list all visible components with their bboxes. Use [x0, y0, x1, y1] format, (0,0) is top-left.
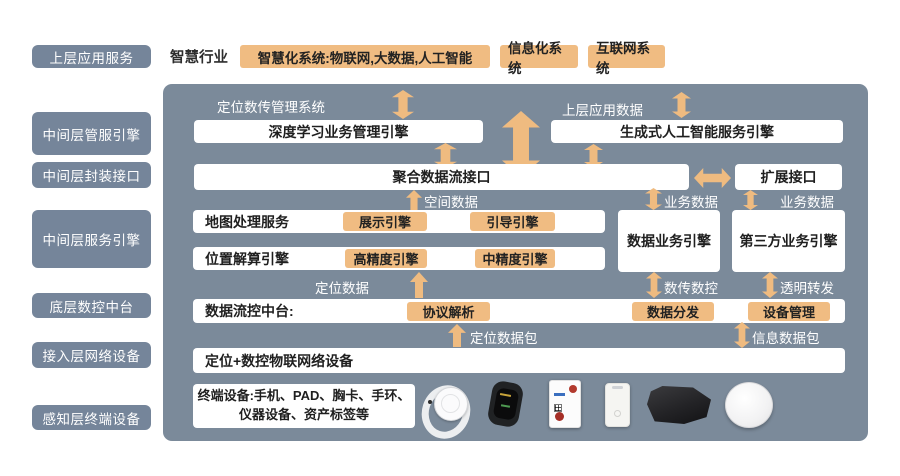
map-service-label: 地图处理服务	[205, 213, 289, 230]
info-packet-caption: 信息数据包	[752, 331, 820, 346]
display-engine-chip: 展示引擎	[343, 212, 427, 231]
chip-smart-system: 智慧化系统:物联网,大数据,人工智能	[240, 45, 490, 68]
updown-arrow-icon	[392, 90, 414, 119]
transparent-forward-caption: 透明转发	[780, 281, 834, 296]
terminal-device-box: 终端设备:手机、PAD、胸卡、手环、 仪器设备、资产标签等	[193, 384, 415, 428]
updown-arrow-icon	[762, 272, 778, 298]
positioning-data-caption: 定位数据	[315, 281, 369, 296]
leftright-arrow-icon	[694, 168, 731, 188]
high-precision-chip: 高精度引擎	[345, 249, 427, 268]
data-flow-control-label: 数据流控中台:	[205, 303, 294, 319]
asset-tag-icon	[647, 386, 711, 424]
data-distribute-chip: 数据分发	[632, 301, 714, 321]
chip-internet-system: 互联网系统	[588, 41, 665, 76]
beacon-disc-icon	[725, 382, 773, 428]
positioning-packet-caption: 定位数据包	[470, 331, 538, 346]
chip-info-system: 信息化系统	[500, 41, 578, 76]
up-arrow-icon	[410, 272, 428, 298]
terminal-device-line1: 终端设备:手机、PAD、胸卡、手环、	[197, 388, 411, 404]
up-arrow-icon	[448, 324, 466, 347]
iot-network-device-box: 定位+数控物联网络设备	[193, 348, 845, 373]
updown-arrow-icon	[672, 92, 691, 118]
updown-arrow-icon	[434, 143, 457, 168]
smart-industry-label: 智慧行业	[170, 50, 228, 66]
layer-label-access-network: 接入层网络设备	[32, 342, 151, 368]
generative-ai-engine-box: 生成式人工智能服务引擎	[551, 120, 843, 143]
card-tag-icon	[605, 383, 630, 427]
layer-label-mid-interface: 中间层封装接口	[32, 162, 151, 188]
iot-network-device-label: 定位+数控物联网络设备	[205, 352, 354, 369]
upper-app-data-caption: 上层应用数据	[562, 103, 643, 118]
layer-label-perception: 感知层终端设备	[32, 405, 151, 430]
position-solver-box: 位置解算引擎 高精度引擎 中精度引擎	[193, 247, 605, 270]
positioning-mgmt-caption: 定位数传管理系统	[217, 100, 325, 115]
protocol-parse-chip: 协议解析	[407, 301, 490, 321]
position-solver-label: 位置解算引擎	[205, 250, 289, 267]
mid-precision-chip: 中精度引擎	[475, 249, 555, 268]
terminal-device-line2: 仪器设备、资产标签等	[238, 407, 369, 422]
spatial-data-caption: 空间数据	[424, 195, 478, 210]
updown-arrow-icon	[646, 272, 662, 298]
layer-label-upper-app: 上层应用服务	[32, 45, 151, 68]
guidance-engine-chip: 引导引擎	[470, 212, 555, 231]
platform-panel: 定位数传管理系统 上层应用数据 深度学习业务管理引擎 生成式人工智能服务引擎 聚…	[163, 84, 868, 446]
device-mgmt-chip: 设备管理	[748, 301, 830, 321]
layer-label-mid-service: 中间层服务引擎	[32, 210, 151, 268]
badge-tag-icon	[549, 380, 581, 428]
data-flow-control-box: 数据流控中台: 协议解析 数据分发 设备管理	[193, 299, 845, 323]
data-business-engine-box: 数据业务引擎	[618, 210, 720, 272]
updown-arrow-icon	[743, 190, 758, 210]
updown-arrow-icon	[584, 144, 603, 168]
map-service-box: 地图处理服务 展示引擎 引导引擎	[193, 210, 605, 233]
smartwatch-icon	[486, 379, 527, 429]
layer-label-bottom-control: 底层数控中台	[32, 293, 151, 318]
third-party-engine-box: 第三方业务引擎	[732, 210, 845, 272]
layer-label-mid-mgmt: 中间层管服引擎	[32, 112, 151, 155]
wristband-tag-icon	[414, 378, 478, 446]
business-data-caption: 业务数据	[780, 195, 834, 210]
data-ctrl-caption: 数传数控	[664, 281, 718, 296]
business-data-caption: 业务数据	[664, 195, 718, 210]
big-updown-arrow-icon	[502, 111, 540, 177]
aggregate-interface-box: 聚合数据流接口	[194, 164, 689, 190]
deep-learning-engine-box: 深度学习业务管理引擎	[194, 120, 483, 143]
up-arrow-icon	[406, 190, 422, 210]
updown-arrow-icon	[734, 322, 750, 348]
extension-interface-box: 扩展接口	[735, 164, 842, 190]
updown-arrow-icon	[645, 188, 662, 210]
